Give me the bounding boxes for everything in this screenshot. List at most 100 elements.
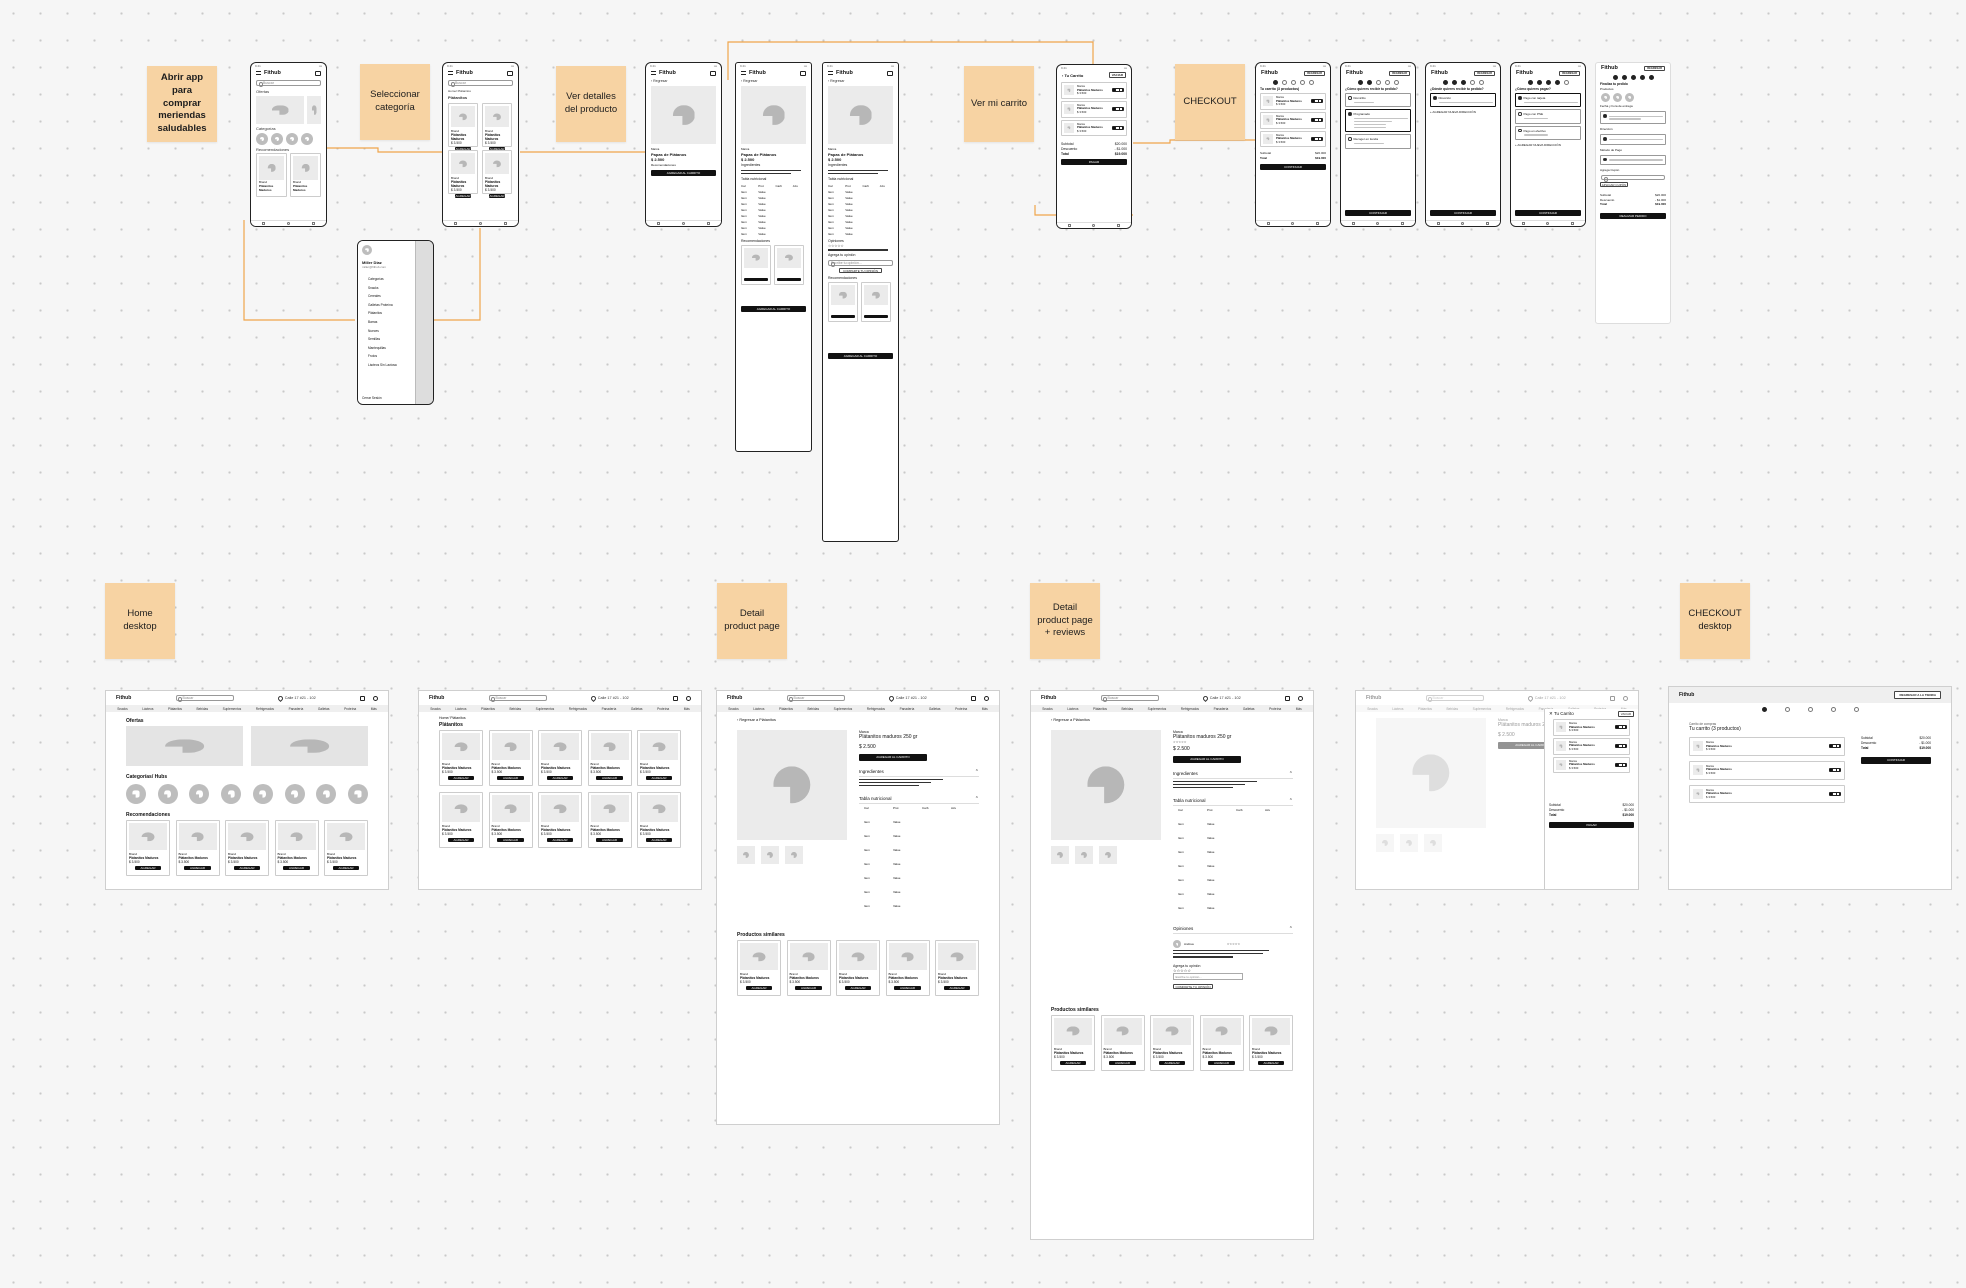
menu-item[interactable]: Barras <box>368 319 378 324</box>
thumbnail[interactable] <box>737 846 755 864</box>
add-button[interactable]: AGREGAR <box>844 986 872 991</box>
mobile-detail-reviews-frame[interactable]: 9:41▪▪▪ Fithub ‹ Regresar Marca Papas de… <box>822 62 899 542</box>
cash-payment-option[interactable]: Pago en efectivo <box>1515 125 1581 141</box>
category-icon[interactable] <box>316 784 337 804</box>
continue-button[interactable]: CONTINUAR <box>1345 210 1411 216</box>
card-payment-option[interactable]: Pago con tarjeta <box>1515 93 1581 108</box>
category-link[interactable]: Panadería <box>1213 706 1229 711</box>
menu-item[interactable]: Plátanitos <box>368 311 382 316</box>
add-button[interactable]: AGREGAR <box>596 776 623 780</box>
add-to-cart-button[interactable]: AGREGAR AL CARRITO <box>828 353 893 360</box>
add-button[interactable]: AGREGAR <box>645 838 673 842</box>
category-link[interactable]: Plátanitos <box>1092 706 1107 711</box>
share-opinion-button[interactable]: COMPARTE TU OPINIÓN <box>1173 983 1213 989</box>
search-input[interactable]: Buscar <box>448 80 513 87</box>
sticky-select-category[interactable]: Seleccionar categoría <box>360 64 430 140</box>
category-link[interactable]: Bebidas <box>1121 706 1134 711</box>
back-link[interactable]: ‹ Regresar <box>651 79 668 83</box>
add-button[interactable]: AGREGAR <box>497 838 524 842</box>
offer-banner[interactable] <box>251 726 368 766</box>
category-link[interactable]: Más <box>1295 706 1302 711</box>
category-link[interactable]: Bebidas <box>196 706 209 711</box>
menu-icon[interactable] <box>651 71 656 75</box>
category-icon[interactable] <box>157 784 178 804</box>
add-button[interactable]: AGREGAR <box>283 866 310 870</box>
category-icon[interactable] <box>189 784 210 804</box>
menu-item[interactable]: Nueces <box>368 328 379 333</box>
back-nav-icon[interactable] <box>262 222 265 225</box>
category-link[interactable]: Panadería <box>899 706 915 711</box>
add-button[interactable]: AGREGAR <box>447 838 475 842</box>
category-link[interactable]: Proteína <box>344 706 357 711</box>
category-link[interactable]: Plátanitos <box>778 706 793 711</box>
category-link[interactable]: Galletas <box>928 706 941 711</box>
add-button[interactable]: AGREGAR <box>1208 1060 1235 1065</box>
back-link[interactable]: ‹ Regresar a Plátanitos <box>737 718 776 722</box>
quantity-stepper[interactable] <box>1615 762 1627 767</box>
category-link[interactable]: Galletas <box>317 706 330 711</box>
category-link[interactable]: Proteína <box>1269 706 1282 711</box>
continue-button[interactable]: CONTINUAR <box>1260 164 1326 171</box>
offer-banner[interactable] <box>256 96 305 124</box>
quantity-stepper[interactable] <box>1311 99 1323 104</box>
category-link[interactable]: Refrigerados <box>866 706 886 711</box>
category-icon[interactable] <box>286 133 298 145</box>
add-to-cart-button[interactable]: AGREGAR AL CARRITO <box>651 170 716 176</box>
add-button[interactable]: AGREGAR <box>943 986 971 991</box>
opinions-accordion[interactable]: Opiniones⌃ <box>1173 926 1293 935</box>
add-button[interactable]: AGREGAR <box>894 986 921 991</box>
offer-banner[interactable] <box>307 96 321 124</box>
add-to-cart-button[interactable]: AGREGAR AL CARRITO <box>1173 756 1241 763</box>
address-option[interactable]: Dirección <box>1430 93 1496 108</box>
category-link[interactable]: Plátanitos <box>480 706 495 711</box>
category-link[interactable]: Proteína <box>955 706 968 711</box>
category-link[interactable]: Plátanitos <box>167 706 182 711</box>
quantity-stepper[interactable] <box>1112 125 1124 130</box>
search-input[interactable]: Buscar <box>175 695 234 702</box>
back-link[interactable]: ‹ Regresar <box>828 79 845 83</box>
offer-banner[interactable] <box>126 726 243 766</box>
category-link[interactable]: Más <box>981 706 988 711</box>
category-link[interactable]: Bebidas <box>509 706 522 711</box>
category-link[interactable]: Refrigerados <box>255 706 275 711</box>
delivery-option[interactable]: Domicilio <box>1345 93 1411 108</box>
category-icon[interactable] <box>284 784 305 804</box>
nutrition-accordion[interactable]: Tabla nutricional⌃ <box>859 796 979 805</box>
pickup-option[interactable]: Recoger en tienda <box>1345 134 1411 149</box>
sticky-detail-page[interactable]: Detail product page <box>717 583 787 659</box>
mobile-detail-frame[interactable]: 9:41▪▪▪ Fithub ‹ Regresar Marca Papas de… <box>645 62 722 227</box>
category-link[interactable]: Refrigerados <box>1180 706 1200 711</box>
category-link[interactable]: Suplementos <box>222 706 242 711</box>
cart-icon[interactable] <box>710 70 716 76</box>
pay-button[interactable]: PAGAR <box>1549 822 1634 829</box>
thumbnail[interactable] <box>761 846 779 864</box>
